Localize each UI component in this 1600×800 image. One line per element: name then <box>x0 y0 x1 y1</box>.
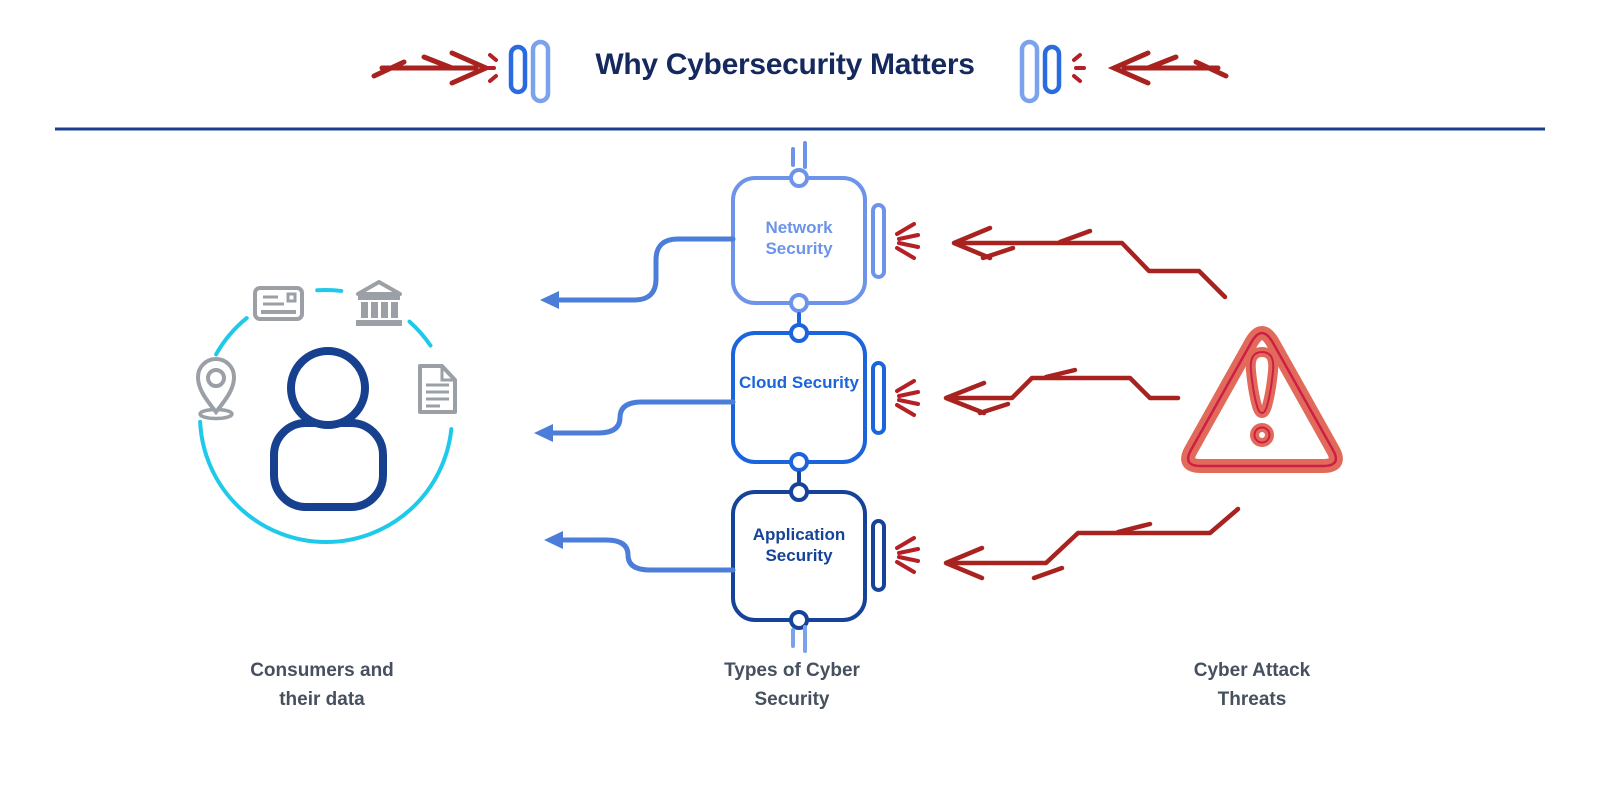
attack-arrow-bottom-icon <box>943 506 1241 581</box>
application-bottom-dashes <box>791 625 807 653</box>
page-title: Why Cybersecurity Matters <box>595 48 975 81</box>
network-security-label: Network Security <box>765 218 833 258</box>
title-left-burst-icon <box>484 53 498 83</box>
consumers-caption: Consumers and their data <box>250 660 394 710</box>
cloud-security-label: Cloud Security <box>739 373 859 392</box>
cloud-protect-arrow-icon <box>534 399 736 442</box>
title-right-arrow-icon <box>1107 50 1229 86</box>
attack-arrow-top-icon <box>951 225 1228 300</box>
cloud-security-box <box>731 312 886 472</box>
person-icon <box>270 347 387 511</box>
cloud-impact-burst-icon <box>895 379 920 417</box>
application-protect-arrow-icon <box>544 531 736 573</box>
network-security-box <box>731 141 886 313</box>
document-icon <box>418 364 457 414</box>
attack-arrow-middle-icon <box>943 367 1181 416</box>
application-security-box <box>731 471 886 630</box>
warning-triangle-icon <box>1181 326 1343 473</box>
application-security-label: Application Security <box>752 525 846 565</box>
network-impact-burst-icon <box>895 222 920 260</box>
title-left-arrow-icon <box>371 50 493 86</box>
bank-icon <box>356 280 402 326</box>
title-right-burst-icon <box>1072 53 1086 83</box>
title-left-pills-icon <box>508 39 551 104</box>
consumer-circle-icon <box>198 288 454 544</box>
types-caption: Types of Cyber Security <box>724 660 860 710</box>
threats-caption: Cyber Attack Threats <box>1193 660 1311 710</box>
title-right-pills-icon <box>1019 39 1062 104</box>
credit-card-icon <box>253 286 304 321</box>
location-pin-icon <box>195 357 237 421</box>
network-protect-arrow-icon <box>540 236 736 309</box>
application-impact-burst-icon <box>895 536 920 574</box>
